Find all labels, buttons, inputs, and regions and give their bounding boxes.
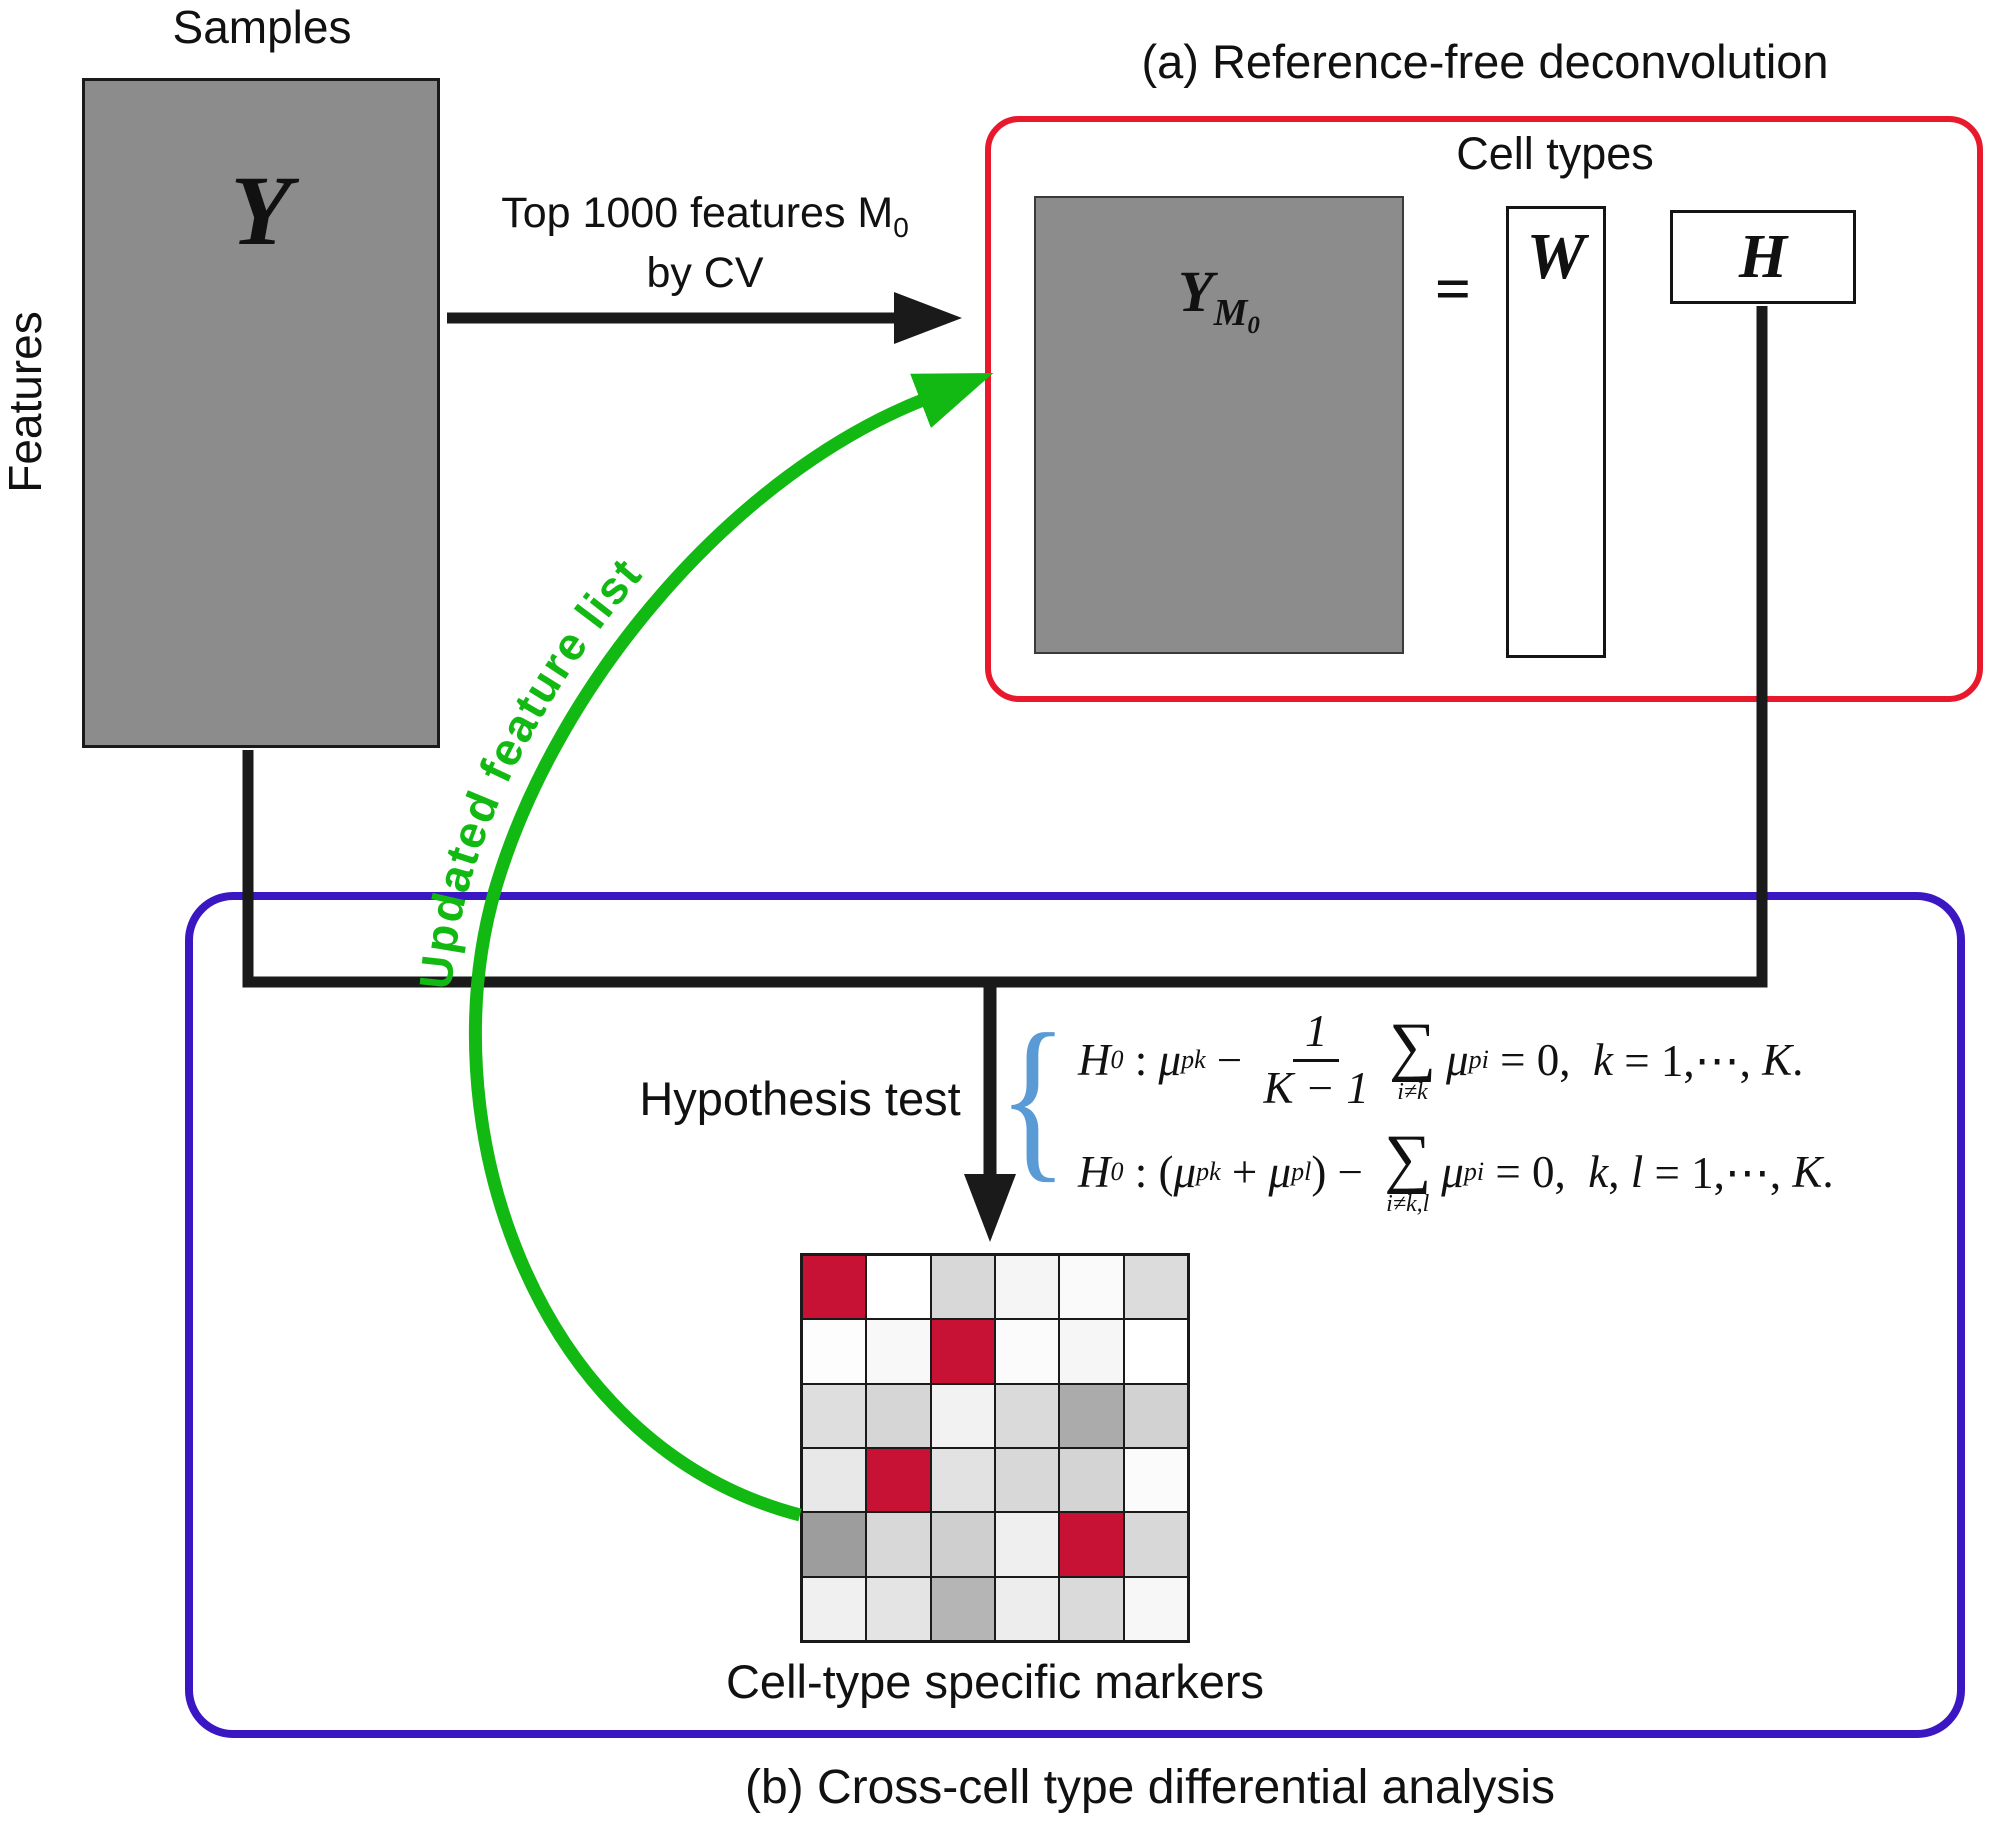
marker-cell xyxy=(803,1256,866,1319)
hypothesis-brace: { xyxy=(998,997,1068,1198)
equation-token: = 1,⋯, xyxy=(1612,1035,1763,1086)
equation-token: pi xyxy=(1463,1157,1485,1186)
marker-cell xyxy=(995,1384,1059,1447)
marker-cell xyxy=(867,1384,930,1447)
equation-token: ∑i≠k xyxy=(1388,1009,1436,1106)
equation-token: μ xyxy=(1268,1147,1292,1197)
equals-sign: = xyxy=(1434,253,1472,324)
w-matrix: W xyxy=(1506,206,1606,658)
w-matrix-label: W xyxy=(1526,220,1586,293)
marker-cell xyxy=(803,1320,866,1383)
equation-token: 0 xyxy=(1110,1157,1124,1186)
equation-token: : ( xyxy=(1123,1147,1174,1197)
equation-token: ) − xyxy=(1311,1147,1375,1197)
equation-token: . xyxy=(1792,1035,1804,1085)
samples-label: Samples xyxy=(172,1,352,53)
equation-token: 0 xyxy=(1110,1045,1124,1074)
marker-cell xyxy=(995,1320,1059,1383)
equation-token: H xyxy=(1078,1147,1111,1197)
equation-token: μ xyxy=(1173,1147,1197,1197)
ym0-matrix: YM0 xyxy=(1034,196,1404,654)
marker-cell xyxy=(867,1256,930,1319)
marker-cell xyxy=(1124,1577,1187,1640)
marker-grid xyxy=(800,1253,1190,1643)
equation-token: K xyxy=(1792,1147,1823,1197)
marker-cell xyxy=(867,1448,930,1512)
marker-cell xyxy=(1124,1448,1187,1512)
marker-cell xyxy=(867,1513,930,1576)
marker-cell xyxy=(867,1577,930,1640)
panel-a-title: (a) Reference-free deconvolution xyxy=(1141,35,1829,88)
y-matrix-label: Y xyxy=(230,155,292,266)
marker-cell xyxy=(995,1577,1059,1640)
marker-cell xyxy=(995,1256,1059,1319)
equation-token: = 0, xyxy=(1488,1035,1593,1085)
equation-token: k xyxy=(1588,1147,1609,1197)
equation-token: . xyxy=(1822,1147,1834,1197)
markers-caption: Cell-type specific markers xyxy=(725,1655,1265,1708)
marker-cell xyxy=(1060,1384,1123,1447)
equation-token: = 0, xyxy=(1484,1147,1589,1197)
marker-cell xyxy=(803,1384,866,1447)
ym0-matrix-label: YM0 xyxy=(1036,258,1402,340)
marker-cell xyxy=(931,1256,994,1319)
h-matrix: H xyxy=(1670,210,1856,304)
h-matrix-label: H xyxy=(1738,223,1788,291)
marker-cell xyxy=(931,1448,994,1512)
hypothesis-test-label: Hypothesis test xyxy=(639,1072,961,1125)
marker-cell xyxy=(1060,1320,1123,1383)
ym0-base: Y xyxy=(1178,259,1214,324)
top-features-subscript: 0 xyxy=(893,212,909,243)
marker-cell xyxy=(1124,1256,1187,1319)
equation-token: ∑i≠k,l xyxy=(1384,1121,1432,1218)
marker-cell xyxy=(803,1577,866,1640)
equation-token: = 1,⋯, xyxy=(1643,1147,1793,1198)
marker-cell xyxy=(931,1577,994,1640)
equation-token: pl xyxy=(1291,1157,1312,1186)
marker-cell xyxy=(1124,1384,1187,1447)
ym0-subsubscript: 0 xyxy=(1247,312,1260,339)
marker-cell xyxy=(995,1513,1059,1576)
marker-cell xyxy=(867,1320,930,1383)
panel-b-title: (b) Cross-cell type differential analysi… xyxy=(744,1761,1556,1814)
marker-cell xyxy=(931,1384,994,1447)
top-features-text: Top 1000 features M xyxy=(501,189,894,237)
top-features-arrow-label: Top 1000 features M0 by CV xyxy=(440,186,970,301)
marker-cell xyxy=(1060,1513,1123,1576)
equation-token: + xyxy=(1220,1147,1269,1197)
cell-types-label: Cell types xyxy=(1456,128,1654,179)
equation-token: H xyxy=(1078,1035,1111,1085)
equation-token: pk xyxy=(1196,1157,1221,1186)
equation-token: pi xyxy=(1468,1045,1489,1074)
y-matrix: Y xyxy=(82,78,440,748)
equation-token: pk xyxy=(1181,1045,1206,1074)
equation-token: K xyxy=(1762,1035,1793,1085)
equation-token: − xyxy=(1205,1035,1254,1085)
equation-token: μ xyxy=(1441,1147,1464,1197)
marker-cell xyxy=(1124,1320,1187,1383)
marker-cell xyxy=(995,1448,1059,1512)
equation-token: μ xyxy=(1158,1035,1182,1085)
equation-token: μ xyxy=(1446,1035,1469,1085)
top-features-arrow-label-line1: Top 1000 features M0 xyxy=(440,186,970,246)
marker-cell xyxy=(931,1320,994,1383)
marker-cell xyxy=(803,1513,866,1576)
equation-token: k xyxy=(1592,1035,1613,1085)
marker-cell xyxy=(1060,1448,1123,1512)
marker-cell xyxy=(1124,1513,1187,1576)
ym0-subscript: M xyxy=(1213,292,1248,334)
equation-token: l xyxy=(1630,1147,1644,1197)
marker-cell xyxy=(931,1513,994,1576)
marker-cell xyxy=(1060,1577,1123,1640)
equation-token: , xyxy=(1608,1147,1631,1197)
equation-token: : xyxy=(1123,1035,1159,1085)
top-features-arrow-label-line2: by CV xyxy=(646,248,764,297)
features-label: Features xyxy=(0,311,51,493)
marker-cell xyxy=(1060,1256,1123,1319)
marker-cell xyxy=(803,1448,866,1512)
